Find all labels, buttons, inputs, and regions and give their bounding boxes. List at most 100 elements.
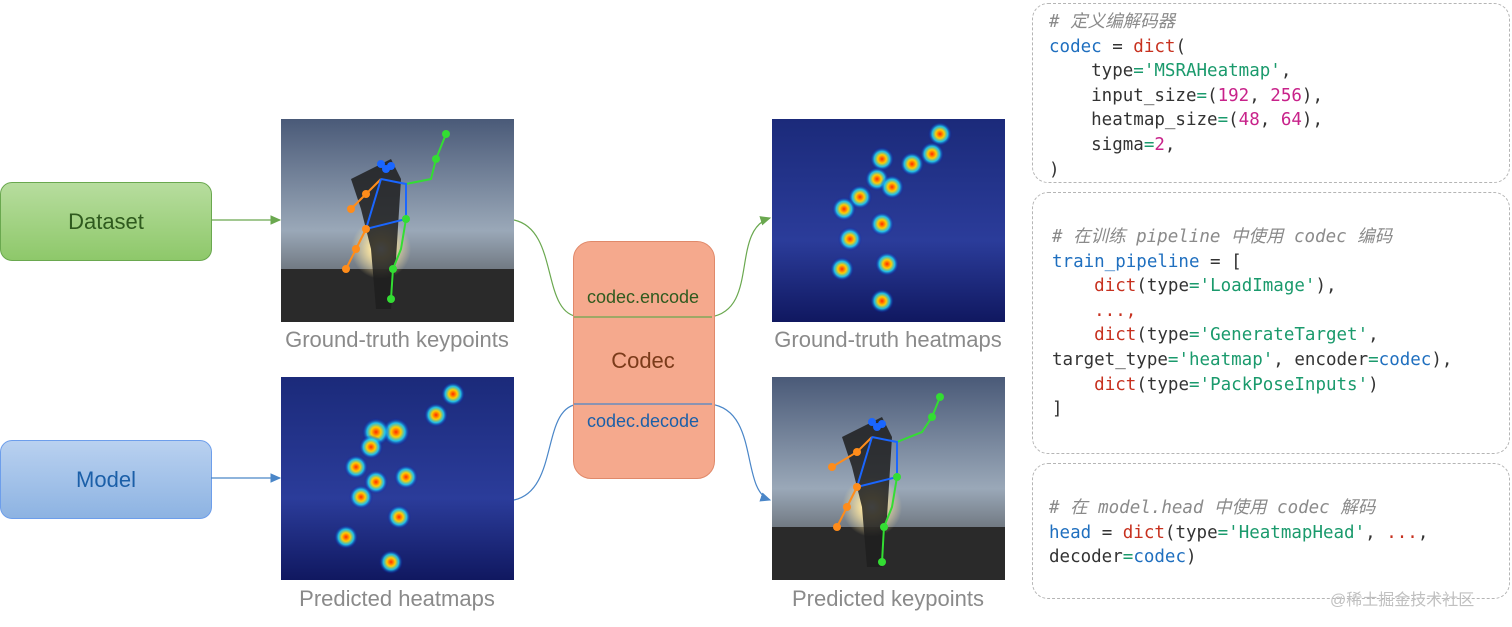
code-token: 256 <box>1270 85 1302 106</box>
dataset-node: Dataset <box>0 182 212 261</box>
code-line: ] <box>1052 397 1509 422</box>
code-token: , <box>1417 522 1429 543</box>
code-token: # 定义编解码器 <box>1049 12 1176 32</box>
code-line: # 定义编解码器 <box>1049 10 1509 35</box>
code-token: = <box>1196 85 1208 106</box>
code-token: ), <box>1301 85 1323 106</box>
code-token: 64 <box>1280 110 1302 131</box>
decode-label: codec.decode <box>586 411 700 431</box>
model-node: Model <box>0 440 212 519</box>
code-token: = <box>1122 547 1134 568</box>
code-token: 2 <box>1154 134 1165 155</box>
code-line: train_pipeline = [ <box>1052 250 1509 275</box>
code-token: codec <box>1133 547 1186 568</box>
code-token: 'MSRAHeatmap' <box>1143 61 1281 82</box>
code-token: ) <box>1049 159 1060 180</box>
encode-label: codec.encode <box>586 287 700 307</box>
code-line: ) <box>1049 158 1509 183</box>
code-line: type='MSRAHeatmap', <box>1049 59 1509 84</box>
code-line: # 在 model.head 中使用 codec 解码 <box>1049 496 1509 521</box>
code-token: = <box>1217 522 1229 543</box>
code-token: 48 <box>1238 110 1260 131</box>
code-line: heatmap_size=(48, 64), <box>1049 108 1509 133</box>
code-token: = <box>1189 276 1200 297</box>
dataset-label: Dataset <box>68 208 144 234</box>
code-token: = <box>1368 349 1379 370</box>
code-token: ), <box>1431 349 1453 370</box>
code-token: = <box>1133 61 1144 82</box>
pred-heatmaps-caption: Predicted heatmaps <box>299 586 495 611</box>
code-token: 'heatmap' <box>1178 349 1274 370</box>
code-token: ) <box>1186 547 1197 568</box>
code-token: dict <box>1133 36 1176 57</box>
code-token: input_size <box>1049 85 1197 106</box>
code-line: dict(type='PackPoseInputs') <box>1052 373 1509 398</box>
model-label: Model <box>76 466 136 492</box>
code-token: = [ <box>1199 251 1242 272</box>
code-token: , <box>1259 110 1281 131</box>
code-token <box>1052 325 1094 345</box>
codec-label: Codec <box>611 348 675 373</box>
code-token: dict <box>1094 276 1137 297</box>
code-token <box>1052 276 1094 296</box>
code-line: # 在训练 pipeline 中使用 codec 编码 <box>1052 225 1509 250</box>
code-token: train_pipeline <box>1052 251 1200 272</box>
code-token: , <box>1368 325 1379 346</box>
code-token: , <box>1164 134 1176 155</box>
code-token: (type <box>1136 325 1189 346</box>
code-token: = <box>1189 325 1200 346</box>
code-token: = <box>1091 522 1123 543</box>
gt-keypoints-image <box>281 119 514 322</box>
gt-keypoints-caption: Ground-truth keypoints <box>285 327 509 352</box>
code-token: = <box>1101 36 1134 57</box>
code-line: codec = dict( <box>1049 35 1509 60</box>
code-token <box>1052 375 1094 395</box>
code-token: 'GenerateTarget' <box>1199 325 1369 346</box>
code-line: decoder=codec) <box>1049 545 1509 570</box>
code-token: (type <box>1136 276 1189 297</box>
code-token: (type <box>1164 522 1218 543</box>
gt-heatmaps-image <box>772 119 1005 322</box>
code-token: heatmap_size <box>1049 110 1218 131</box>
code-token: 'PackPoseInputs' <box>1199 374 1369 395</box>
code-token: , <box>1249 85 1271 106</box>
code-token: dict <box>1094 374 1137 395</box>
code-token: = <box>1167 349 1179 370</box>
code-token: dict <box>1122 522 1165 543</box>
code-token: = <box>1143 134 1155 155</box>
code-token: , <box>1280 61 1292 82</box>
code-token: = <box>1217 110 1229 131</box>
code-line: target_type='heatmap', encoder=codec), <box>1052 348 1509 373</box>
code-token: codec <box>1049 36 1102 57</box>
code-token: target_type <box>1052 349 1168 370</box>
code-token: # 在 model.head 中使用 codec 解码 <box>1049 498 1376 518</box>
code-token: = <box>1189 374 1200 395</box>
pred-keypoints-caption: Predicted keypoints <box>792 586 984 611</box>
code-token: ] <box>1052 399 1063 420</box>
code-token: , encoder <box>1273 349 1369 370</box>
code-line: head = dict(type='HeatmapHead', ..., <box>1049 521 1509 546</box>
code-line: dict(type='GenerateTarget', <box>1052 323 1509 348</box>
code-token: dict <box>1094 325 1137 346</box>
code-token: ), <box>1315 276 1337 297</box>
code-token: decoder <box>1049 547 1123 568</box>
code-token: type <box>1049 61 1134 82</box>
code-line: ..., <box>1052 299 1509 324</box>
code-token: head <box>1049 522 1092 543</box>
code-token: 192 <box>1217 85 1250 106</box>
code-token: (type <box>1136 374 1189 395</box>
code-token: ..., <box>1052 300 1137 321</box>
code-model-head: # 在 model.head 中使用 codec 解码 head = dict(t… <box>1032 463 1510 599</box>
code-token: , <box>1365 522 1387 543</box>
code-token: sigma <box>1049 134 1144 155</box>
code-line: sigma=2, <box>1049 133 1509 158</box>
code-token: codec <box>1378 349 1432 370</box>
code-token: ( <box>1175 36 1186 57</box>
gt-heatmaps-caption: Ground-truth heatmaps <box>774 327 1002 352</box>
code-token: 'HeatmapHead' <box>1228 522 1366 543</box>
code-token: ) <box>1368 374 1379 395</box>
code-line: dict(type='LoadImage'), <box>1052 274 1509 299</box>
